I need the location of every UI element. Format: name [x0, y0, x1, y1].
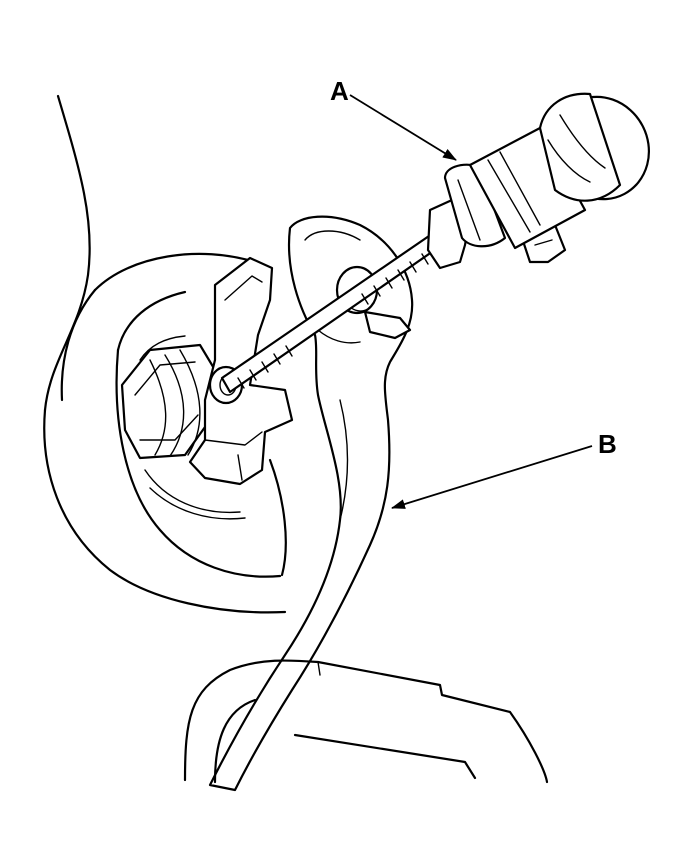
callout-b: B	[391, 429, 617, 509]
adjuster-nut	[120, 343, 246, 520]
callout-b-label: B	[598, 429, 617, 459]
lower-bracket	[183, 659, 549, 784]
housing-disc	[43, 252, 287, 614]
callout-a: A	[330, 76, 457, 161]
tool-a	[426, 92, 651, 270]
callout-a-leader	[349, 94, 457, 161]
body-panel-outline	[43, 94, 91, 412]
callout-b-leader	[391, 445, 593, 509]
callout-a-label: A	[330, 76, 349, 106]
